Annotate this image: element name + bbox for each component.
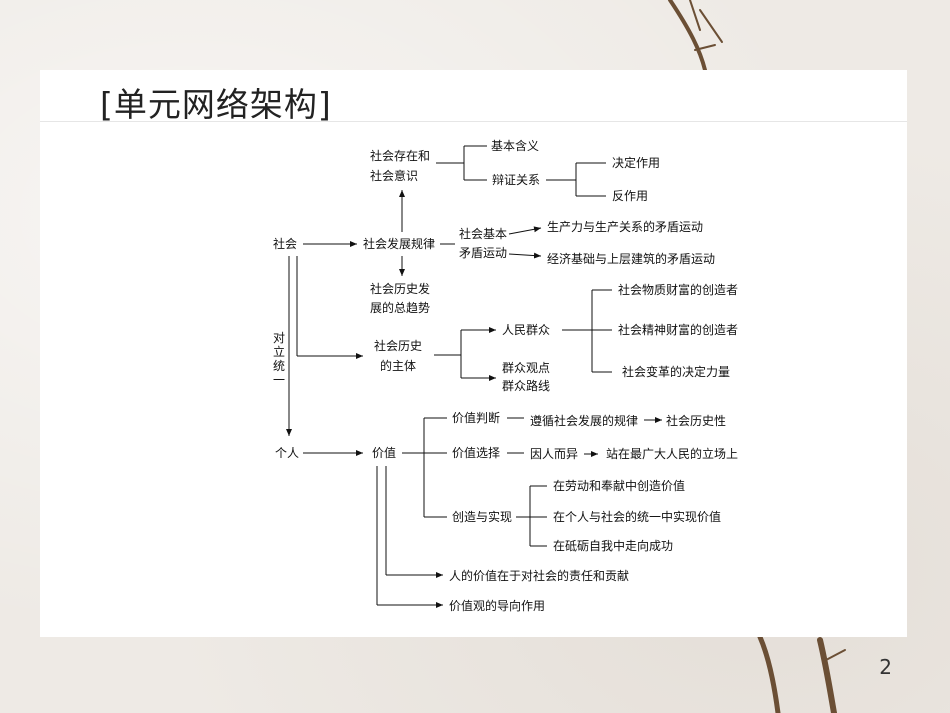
node-bianzheng-guanxi: 辩证关系 (492, 173, 540, 187)
node-duili-tongyi-3: 统 (273, 359, 285, 373)
node-jiben-hanyi: 基本含义 (491, 138, 539, 153)
node-geren-shehui: 在个人与社会的统一中实现价值 (553, 509, 721, 524)
node-jiazhi-panduan: 价值判断 (452, 410, 500, 425)
node-cunzai-yishi-1: 社会存在和 (370, 148, 430, 163)
node-jueding-zuoyong: 决定作用 (612, 155, 660, 170)
node-fan-zuoyong: 反作用 (612, 189, 648, 203)
content-panel (40, 70, 907, 637)
page-number: 2 (879, 655, 892, 679)
title-divider (40, 121, 907, 122)
node-duili-tongyi-4: 一 (273, 373, 285, 387)
node-qunzhong-guandian-1: 群众观点 (502, 361, 550, 375)
node-renmin-qunzhong: 人民群众 (502, 323, 550, 337)
node-ren-jiazhi: 人的价值在于对社会的责任和贡献 (449, 568, 629, 583)
node-cunzai-yishi-2: 社会意识 (370, 168, 418, 183)
node-duili-tongyi-1: 对 (273, 331, 285, 345)
node-jiben-maodun-2: 矛盾运动 (459, 246, 507, 260)
node-jingshen-caifu: 社会精神财富的创造者 (618, 322, 738, 337)
node-laodong-fengxian: 在劳动和奉献中创造价值 (553, 478, 685, 493)
node-geren: 个人 (275, 446, 299, 460)
node-shehui: 社会 (273, 236, 297, 251)
node-dili-ziwo: 在砥砺自我中走向成功 (553, 538, 673, 553)
node-jiazhi: 价值 (372, 445, 396, 460)
node-wuzhi-caifu: 社会物质财富的创造者 (618, 282, 738, 297)
node-yinren-eryi: 因人而异 (530, 447, 578, 461)
node-shengchanli: 生产力与生产关系的矛盾运动 (547, 219, 703, 234)
node-lishi-zhuti-2: 的主体 (380, 358, 416, 373)
node-duili-tongyi-2: 立 (273, 344, 285, 359)
node-chuangzao-shixian: 创造与实现 (452, 509, 512, 524)
node-lishi-zhuti-1: 社会历史 (374, 338, 422, 353)
node-jiben-maodun-1: 社会基本 (459, 226, 507, 241)
node-zhanzai: 站在最广大人民的立场上 (606, 446, 738, 461)
node-fazhan-guilv: 社会发展规律 (363, 236, 435, 251)
node-lishi-fazhan-1: 社会历史发 (370, 281, 430, 296)
slide-title: [单元网络架构] (100, 85, 332, 124)
node-qunzhong-guandian-2: 群众路线 (502, 378, 550, 393)
node-zunxun-guilv: 遵循社会发展的规律 (530, 413, 638, 428)
node-lishixing: 社会历史性 (666, 413, 726, 428)
node-jiazhi-xuanze: 价值选择 (452, 445, 500, 460)
node-biange-liliang: 社会变革的决定力量 (622, 364, 730, 379)
node-daoxiang: 价值观的导向作用 (449, 598, 545, 613)
node-lishi-fazhan-2: 展的总趋势 (370, 300, 430, 315)
node-jingji-jichu: 经济基础与上层建筑的矛盾运动 (547, 251, 715, 266)
